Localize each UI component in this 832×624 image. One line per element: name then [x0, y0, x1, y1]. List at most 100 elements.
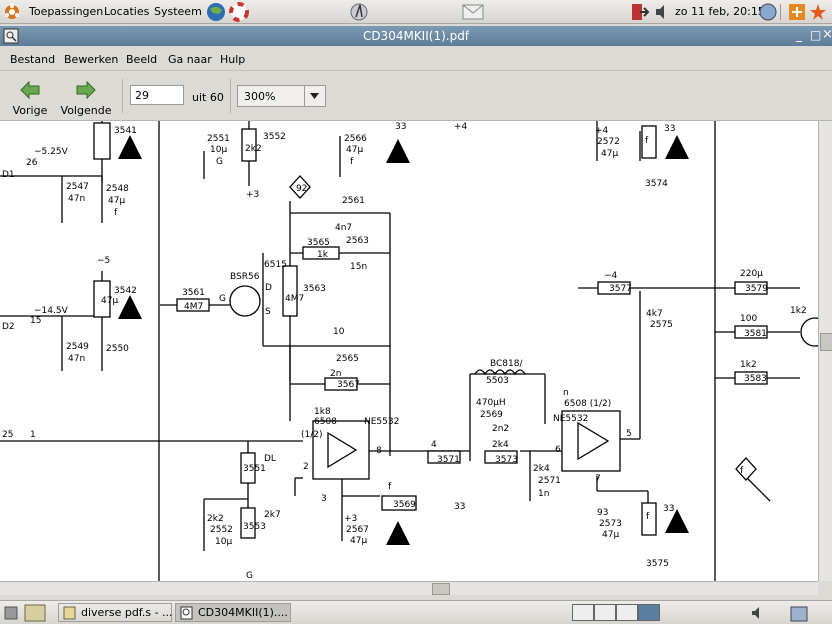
vertical-scroll-thumb[interactable] — [820, 333, 832, 351]
schematic-label: f — [388, 482, 392, 492]
previous-page-button[interactable]: Vorige — [8, 77, 52, 117]
schematic-label: 2n2 — [492, 424, 509, 434]
panel-menu-system[interactable]: Systeem — [154, 5, 202, 18]
schematic-label: 3541 — [114, 126, 137, 136]
menu-view[interactable]: Beeld — [126, 53, 158, 66]
schematic-label: −4 — [0, 121, 14, 124]
schematic-label: 2565 — [336, 354, 359, 364]
ubuntu-logo-icon[interactable] — [3, 3, 21, 21]
trash-icon[interactable] — [788, 603, 810, 623]
schematic-label: 3581 — [744, 329, 767, 339]
document-viewer-icon — [180, 606, 193, 620]
logout-icon[interactable] — [630, 3, 650, 21]
schematic-label: 3551 — [243, 464, 266, 474]
evince-app-icon[interactable] — [3, 28, 19, 44]
schematic-label: D2 — [2, 322, 15, 332]
schematic-label: 2572 — [597, 137, 620, 147]
schematic-label: 6 — [555, 445, 561, 455]
schematic-label: 2k7 — [264, 510, 281, 520]
chevron-down-icon[interactable] — [304, 86, 325, 106]
schematic-label: 33 — [664, 124, 675, 134]
zoom-select[interactable]: 300% — [237, 85, 326, 107]
schematic-label: BC818/ — [490, 359, 523, 369]
task-label: diverse pdf.s - ... — [81, 606, 173, 619]
schematic-label: 25 — [2, 430, 13, 440]
schematic-label: (1/2) — [301, 430, 323, 440]
schematic-label: +4 — [454, 122, 468, 132]
schematic-label: 47n — [68, 194, 85, 204]
volume-icon[interactable] — [750, 606, 764, 620]
desktop-switch-icon[interactable] — [24, 604, 46, 622]
schematic-label: 47µ — [602, 530, 619, 540]
web-browser-icon[interactable] — [205, 1, 227, 23]
task-diverse-pdf[interactable]: diverse pdf.s - ... — [58, 603, 173, 622]
help-lifebuoy-icon[interactable] — [228, 1, 250, 23]
show-desktop-icon[interactable] — [4, 605, 18, 621]
schematic-label: 2567 — [346, 525, 369, 535]
minimize-button[interactable]: _ — [796, 28, 802, 42]
update-notifier-icon[interactable] — [808, 3, 828, 21]
schematic-label: 4 — [431, 440, 437, 450]
clock[interactable]: zo 11 feb, 20:15 — [675, 5, 765, 18]
schematic-label: 47µ — [108, 196, 125, 206]
schematic-label: D — [265, 283, 272, 293]
schematic-label: 3583 — [744, 374, 767, 384]
toolbar-separator-icon — [230, 79, 231, 113]
schematic-label: 4M7 — [184, 302, 203, 312]
schematic-label: f — [114, 208, 118, 218]
spreadsheet-icon — [63, 606, 76, 620]
mail-envelope-icon[interactable] — [462, 4, 484, 20]
schematic-label: 2552 — [210, 525, 233, 535]
schematic-label: D1 — [2, 170, 15, 180]
menu-edit[interactable]: Bewerken — [64, 53, 119, 66]
schematic-label: 3 — [321, 494, 327, 504]
schematic-label: 5503 — [486, 376, 509, 386]
schematic-label: f — [740, 466, 744, 476]
menu-help[interactable]: Hulp — [220, 53, 246, 66]
menu-file[interactable]: Bestand — [10, 53, 56, 66]
page-number-input[interactable] — [130, 85, 184, 105]
volume-icon[interactable] — [654, 3, 668, 21]
menu-go[interactable]: Ga naar — [168, 53, 212, 66]
schematic-label: 3567 — [337, 380, 360, 390]
next-label: Volgende — [60, 104, 112, 117]
schematic-label: 47n — [68, 354, 85, 364]
workspace-switcher[interactable] — [572, 604, 660, 621]
evolution-mail-icon[interactable] — [348, 1, 370, 23]
schematic-label: 2550 — [106, 344, 129, 354]
close-button[interactable]: × — [822, 27, 832, 42]
schematic-label: 33 — [663, 504, 674, 514]
panel-menu-places[interactable]: Locaties — [104, 5, 150, 18]
panel-menu-applications[interactable]: Toepassingen — [29, 5, 104, 18]
horizontal-scroll-thumb[interactable] — [432, 583, 450, 595]
schematic-label: G — [216, 157, 223, 167]
schematic-label: 47µ — [101, 296, 118, 306]
vertical-scrollbar[interactable] — [818, 121, 832, 581]
schematic-label: 2549 — [66, 342, 89, 352]
schematic-label: 1k8 — [314, 407, 331, 417]
schematic-label: 8 — [376, 446, 382, 456]
next-page-button[interactable]: Volgende — [56, 77, 116, 117]
schematic-label: 2n — [330, 369, 341, 379]
schematic-label: 3563 — [303, 284, 326, 294]
schematic-label: 33 — [395, 122, 406, 132]
window-titlebar[interactable]: CD304MKII(1).pdf _ □ × — [0, 26, 832, 46]
schematic-label: −5.25V — [34, 147, 69, 157]
page-count-label: uit 60 — [192, 91, 224, 104]
schematic-label: 2551 — [207, 134, 230, 144]
maximize-button[interactable]: □ — [810, 28, 822, 42]
task-cd304mkii[interactable]: CD304MKII(1).... — [175, 603, 291, 622]
schematic-label: +3 — [246, 190, 259, 200]
schematic-label: G — [219, 294, 226, 304]
network-globe-icon[interactable] — [758, 2, 778, 22]
plus-box-icon[interactable] — [789, 4, 805, 20]
schematic-label: 220µ — [740, 269, 763, 279]
schematic-label: 2566 — [344, 134, 367, 144]
schematic-label: 3552 — [263, 132, 286, 142]
bottom-panel: diverse pdf.s - ... CD304MKII(1).... — [0, 600, 832, 624]
horizontal-scrollbar[interactable] — [0, 581, 818, 595]
schematic-label: 3553 — [243, 522, 266, 532]
schematic-label: −4 — [604, 271, 618, 281]
schematic-label: 2k4 — [492, 440, 509, 450]
